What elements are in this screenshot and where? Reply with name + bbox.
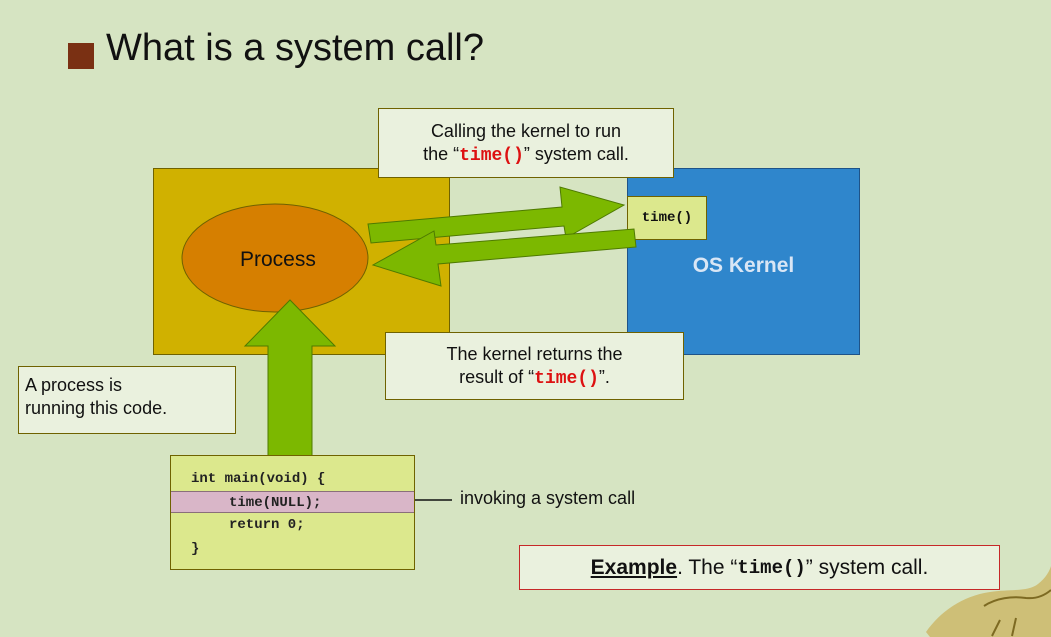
dinosaur-mascot-icon [926, 566, 1051, 637]
slide-title: What is a system call? [106, 27, 484, 69]
example-word: Example [590, 555, 678, 579]
example-prefix: . The “ [677, 555, 738, 579]
call-callout-prefix: the “ [423, 144, 460, 164]
code-line: } [191, 541, 200, 557]
example-code: time() [737, 556, 806, 579]
kernel-label: OS Kernel [692, 254, 795, 277]
call-callout-line1: Calling the kernel to run [430, 121, 622, 141]
call-callout-code: time() [459, 146, 524, 166]
return-callout-line2: result of “time()”. [386, 366, 683, 391]
code-callout: A process is running this code. [18, 366, 236, 434]
return-callout-code: time() [534, 369, 599, 389]
code-line: int main(void) { [191, 471, 326, 487]
call-arrow [367, 186, 626, 244]
kernel-region [627, 168, 860, 355]
code-callout-line1: A process is [25, 375, 123, 395]
code-line-highlighted: time(NULL); [171, 491, 414, 513]
return-arrow [371, 228, 637, 287]
square-bullet-icon [68, 43, 94, 69]
example-suffix: ” system call. [805, 555, 929, 579]
kernel-time-function: time() [627, 196, 707, 240]
return-callout-prefix: result of “ [459, 367, 535, 387]
code-line: return 0; [229, 517, 305, 533]
call-callout: Calling the kernel to run the “time()” s… [378, 108, 674, 178]
return-callout: The kernel returns the result of “time()… [385, 332, 684, 400]
up-arrow [243, 299, 337, 459]
process-ellipse [181, 203, 369, 313]
call-callout-line2: the “time()” system call. [379, 143, 673, 168]
code-callout-line2: running this code. [25, 398, 168, 418]
process-label: Process [240, 248, 316, 271]
example-box: Example. The “time()” system call. [519, 545, 1000, 590]
return-callout-line1: The kernel returns the [446, 344, 623, 364]
call-callout-suffix: ” system call. [523, 144, 629, 164]
return-callout-suffix: ”. [598, 367, 610, 387]
code-box: int main(void) { time(NULL); return 0; } [170, 455, 415, 570]
invoking-label: invoking a system call [460, 488, 636, 508]
